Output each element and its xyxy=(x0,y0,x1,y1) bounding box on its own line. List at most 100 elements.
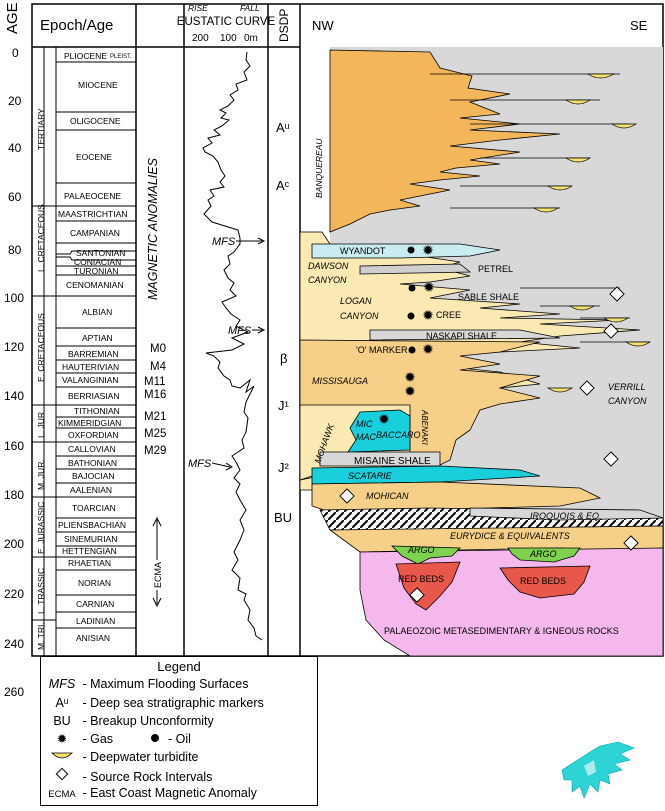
stage-label: SINEMURIAN xyxy=(64,534,117,544)
gas-star-icon: ✹ xyxy=(56,732,68,746)
scatarie-label: SCATARIE xyxy=(348,471,393,481)
age-tick: 20 xyxy=(8,94,22,108)
legend-text: - Oil xyxy=(168,732,191,746)
anomaly-m25: M25 xyxy=(144,428,166,440)
stage-label: OLIGOCENE xyxy=(70,116,121,126)
ecma-arrow xyxy=(152,516,162,608)
dsdp-marker: Aᶜ xyxy=(276,178,290,193)
gas-star-icon: ✹ xyxy=(378,411,390,427)
era-column xyxy=(32,47,56,656)
mac-label: MAC xyxy=(356,432,377,442)
gas-star-icon: ✹ xyxy=(422,242,434,258)
wyandot-chalk xyxy=(311,243,501,259)
stage-label: CAMPANIAN xyxy=(70,228,120,238)
legend-text: - Breakup Unconformity xyxy=(82,714,214,728)
age-tick: 60 xyxy=(8,190,22,204)
eustatic-curve-header: EUSTATIC CURVE xyxy=(177,16,276,28)
stage-label: ANISIAN xyxy=(76,633,110,643)
dsdp-header: DSDP xyxy=(277,9,291,42)
oil-dot-icon xyxy=(408,346,416,354)
baccaro-limestone xyxy=(347,409,411,453)
formation-labels: BANQUEREAU WYANDOT DAWSON CANYON PETREL … xyxy=(308,138,647,636)
tertiary-banquereau xyxy=(329,49,561,233)
iroquois-body xyxy=(469,507,664,521)
legend-row-ecma: ECMA - East Coast Magnetic Anomaly xyxy=(45,785,257,802)
legend-text: - Source Rock Intervals xyxy=(82,770,213,784)
logan-label: LOGAN xyxy=(340,296,372,306)
dsdp-marker: β xyxy=(280,351,287,366)
oil-dot-icon xyxy=(407,246,415,254)
stage-label: OXFORDIAN xyxy=(68,430,119,440)
age-tick: 80 xyxy=(8,243,22,257)
abenaki-label: ABENAKI xyxy=(420,409,429,445)
source-rock-symbols xyxy=(339,286,639,603)
ecma-label: ECMA xyxy=(153,562,163,588)
dsdp-marker: BU xyxy=(274,510,292,525)
gas-star-icon: ✹ xyxy=(404,383,416,399)
cross-section: ✹ ✹ ✹ ✹ ✹ ✹ ✹ xyxy=(299,47,664,657)
turbidite-icon xyxy=(624,341,652,347)
iroquois-label: IROQUOIS & EQ. xyxy=(530,511,602,521)
stage-label: ALBIAN xyxy=(82,307,112,317)
palaeozoic-label: PALAEOZOIC METASEDIMENTARY & IGNEOUS ROC… xyxy=(384,626,619,636)
turbidite-icon xyxy=(546,387,574,393)
naskapi-label: NASKAPI SHALE xyxy=(426,331,497,341)
era-label: L. TRASSIC xyxy=(36,568,46,614)
turbidite-icon xyxy=(610,123,638,129)
source-rock-icon xyxy=(603,323,619,339)
legend-text: - Maximum Flooding Surfaces xyxy=(82,677,249,691)
era-label: E. CRETACEOUS xyxy=(36,313,46,382)
turbidite-icon xyxy=(586,73,616,79)
legend-text: - Deep sea stratigraphic markers xyxy=(82,696,264,710)
petrel-band xyxy=(359,263,472,275)
argo-label-2: ARGO xyxy=(529,549,557,559)
cree-label: CREE xyxy=(436,310,461,320)
source-rock-icon xyxy=(339,488,355,504)
source-rock-icon xyxy=(609,286,625,302)
magnetic-labels: M0 M4 M11 M16 M21 M25 M29 xyxy=(144,343,167,457)
age-axis: 0 20 40 60 80 100 120 140 160 180 200 22… xyxy=(4,46,24,699)
era-label: L. JUR xyxy=(36,412,46,438)
gas-star-icon: ✹ xyxy=(423,279,435,295)
legend-row-turbidite: - Deepwater turbidite xyxy=(45,749,199,766)
era-label: L. CRETACEOUS xyxy=(36,204,46,272)
logan-canyon-label: CANYON xyxy=(340,311,379,321)
stage-label: LADINIAN xyxy=(76,616,115,626)
argo-salt-1 xyxy=(391,545,461,565)
o-marker-label: 'O' MARKER xyxy=(356,345,408,355)
stage-label: TOARCIAN xyxy=(72,503,116,513)
verrill-canyon-label: CANYON xyxy=(608,396,647,406)
stage-label: PLIOCENE xyxy=(64,51,107,61)
mfs-markers: MFS MFS MFS xyxy=(188,236,266,471)
stage-label: CALLOVIAN xyxy=(68,444,116,454)
era-labels: TERTIARY L. CRETACEOUS E. CRETACEOUS L. … xyxy=(36,108,46,650)
stage-label: SANTONIAN xyxy=(76,248,125,258)
stage-label: NORIAN xyxy=(78,578,111,588)
stage-label: HETTENGIAN xyxy=(62,546,117,556)
anomaly-m0: M0 xyxy=(150,343,166,355)
magnetic-anomalies-title: MAGNETIC ANOMALIES xyxy=(146,157,160,300)
petrel-label: PETREL xyxy=(478,264,513,274)
stage-label: BATHONIAN xyxy=(68,458,117,468)
legend-row-breakup: BU - Breakup Unconformity xyxy=(45,713,214,730)
turbidite-symbols xyxy=(532,73,652,393)
era-label: TERTIARY xyxy=(36,108,46,150)
gas-star-icon: ✹ xyxy=(422,341,434,357)
stage-label: CENOMANIAN xyxy=(66,280,124,290)
age-tick: 200 xyxy=(4,537,24,551)
stage-label: KIMMERIDGIAN xyxy=(58,418,121,428)
mohican-body xyxy=(311,481,602,513)
age-tick: 120 xyxy=(4,340,24,354)
dsdp-marker: Aᵘ xyxy=(276,120,290,135)
mfs-label: MFS xyxy=(188,458,212,470)
argo-label-1: ARGO xyxy=(407,545,435,555)
legend-row-deep-sea: Aᵘ - Deep sea stratigraphic markers xyxy=(45,695,264,712)
gas-symbols: ✹ ✹ ✹ ✹ ✹ ✹ ✹ xyxy=(378,242,435,427)
legend-text: - Deepwater turbidite xyxy=(82,750,199,764)
curve-tick-0: 0m xyxy=(244,33,258,44)
gas-star-icon: ✹ xyxy=(404,369,416,385)
dsdp-markers: Aᵘ Aᶜ β J¹ J² BU xyxy=(274,120,292,525)
age-tick: 180 xyxy=(4,488,24,502)
argo-salt-2 xyxy=(507,547,581,563)
se-label: SE xyxy=(630,18,648,33)
